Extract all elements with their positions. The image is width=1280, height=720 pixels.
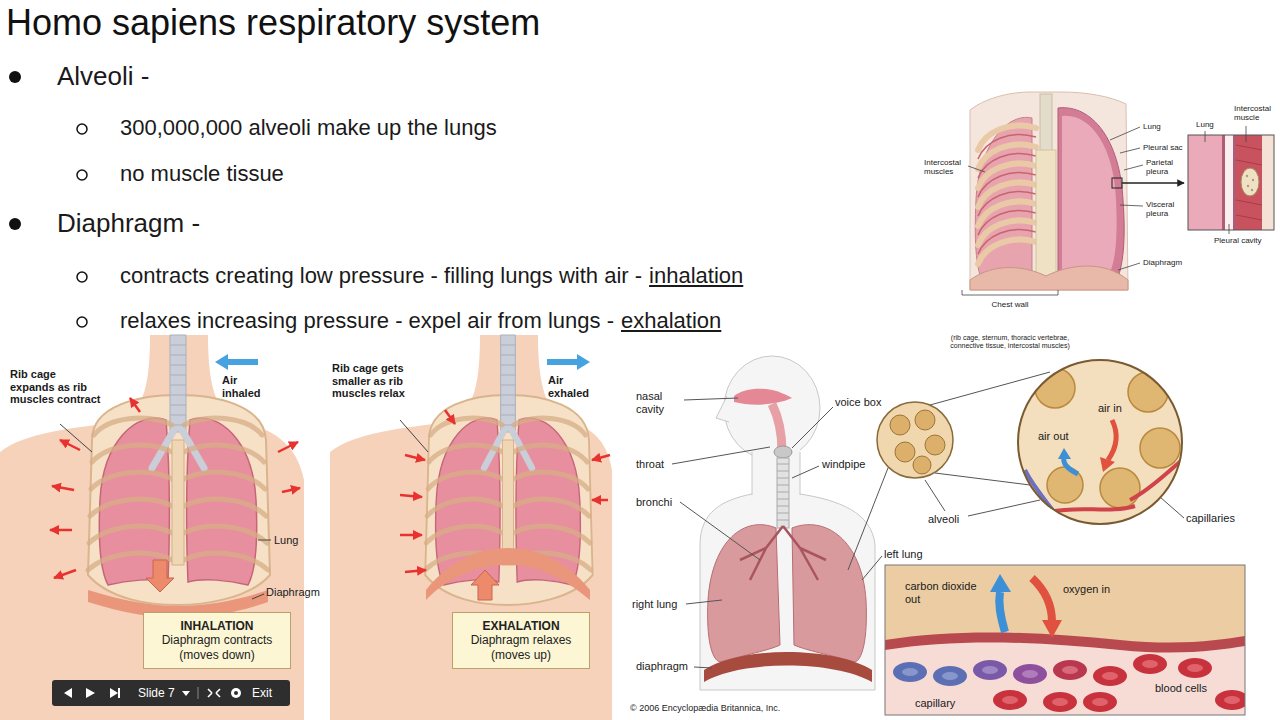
underlined-term: inhalation [649, 263, 743, 288]
figure-label: Air exhaled [548, 374, 598, 399]
figure-label: bronchi [636, 496, 672, 509]
settings-icon [231, 688, 241, 698]
figure-label: Lung [274, 534, 298, 547]
underlined-term: exhalation [621, 308, 721, 333]
dropdown-icon [182, 691, 190, 696]
figure-label: voice box [835, 396, 881, 409]
bullet-heading: Diaphragm - [57, 209, 200, 239]
bullet-heading: Alveoli - [57, 62, 149, 92]
figure-label: capillaries [1186, 512, 1235, 525]
figure-label: carbon dioxide out [905, 580, 985, 605]
figure-label: Pleural cavity [1214, 236, 1262, 245]
figure-label: alveoli [928, 513, 959, 526]
figure-label: right lung [632, 598, 677, 611]
figure-label: left lung [884, 548, 923, 561]
phase-box: INHALATIONDiaphragm contracts (moves dow… [143, 612, 291, 669]
phase-note: Diaphragm relaxes (moves up) [457, 633, 585, 662]
figure-label: Intercostal muscle [1234, 104, 1276, 122]
figure-label: Rib cage expands as rib muscles contract [10, 368, 102, 406]
chest-wall-figure [962, 92, 1274, 295]
settings-icon-hole [234, 691, 238, 695]
caption-note: (rib cage, sternum, thoracic vertebrae, … [935, 334, 1085, 350]
bullet-text: no muscle tissue [120, 161, 284, 186]
play-icon [86, 688, 95, 698]
figure-label: air in [1098, 402, 1122, 415]
fullscreen-icon [208, 689, 220, 697]
figure-label: Intercostal muscles [924, 158, 968, 176]
bullet-text: contracts creating low pressure - fillin… [120, 263, 642, 288]
exhalation-figure [330, 335, 612, 720]
previous-icon [64, 688, 72, 698]
phase-box: EXHALATIONDiaphragm relaxes (moves up) [452, 612, 590, 669]
figure-label: Parietal pleura [1146, 158, 1182, 176]
figure-label: Pleural sac [1143, 143, 1183, 152]
slide-title: Homo sapiens respiratory system [6, 2, 540, 43]
player-control-text: Exit [252, 685, 272, 701]
figure-label: windpipe [822, 458, 865, 471]
slide-player-bar: Slide 7 Exit [52, 680, 290, 706]
inhalation-figure [0, 335, 304, 720]
figure-label: Rib cage gets smaller as rib muscles rel… [332, 362, 416, 400]
next-icon [110, 688, 120, 698]
figure-label: Diaphragm [1143, 258, 1182, 267]
bullet-marks [9, 71, 87, 327]
phase-note: Diaphragm contracts (moves down) [148, 633, 286, 662]
figure-label: Chest wall [970, 300, 1050, 309]
figure-label: Lung [1196, 120, 1214, 129]
figure-label: throat [636, 458, 664, 471]
separator [198, 687, 199, 699]
figure-label: air out [1038, 430, 1069, 443]
figure-label: Air inhaled [222, 374, 272, 399]
player-control-text: Slide 7 [138, 685, 175, 701]
figure-label: nasal cavity [636, 390, 682, 415]
bullet-text: relaxes increasing pressure - expel air … [120, 308, 614, 333]
figure-label: oxygen in [1063, 583, 1110, 596]
figure-label: blood cells [1155, 682, 1207, 695]
figure-label: diaphragm [636, 660, 688, 673]
respiratory-tract-figure [672, 356, 1249, 715]
copyright-note: © 2006 Encyclopædia Britannica, Inc. [630, 703, 780, 713]
phase-title: EXHALATION [457, 619, 585, 633]
figure-label: capillary [915, 697, 955, 710]
phase-title: INHALATION [148, 619, 286, 633]
figure-label: Diaphragm [266, 586, 320, 599]
figure-label: Visceral pleura [1146, 200, 1182, 218]
bullet-text: 300,000,000 alveoli make up the lungs [120, 115, 497, 140]
figure-label: Lung [1143, 122, 1161, 131]
